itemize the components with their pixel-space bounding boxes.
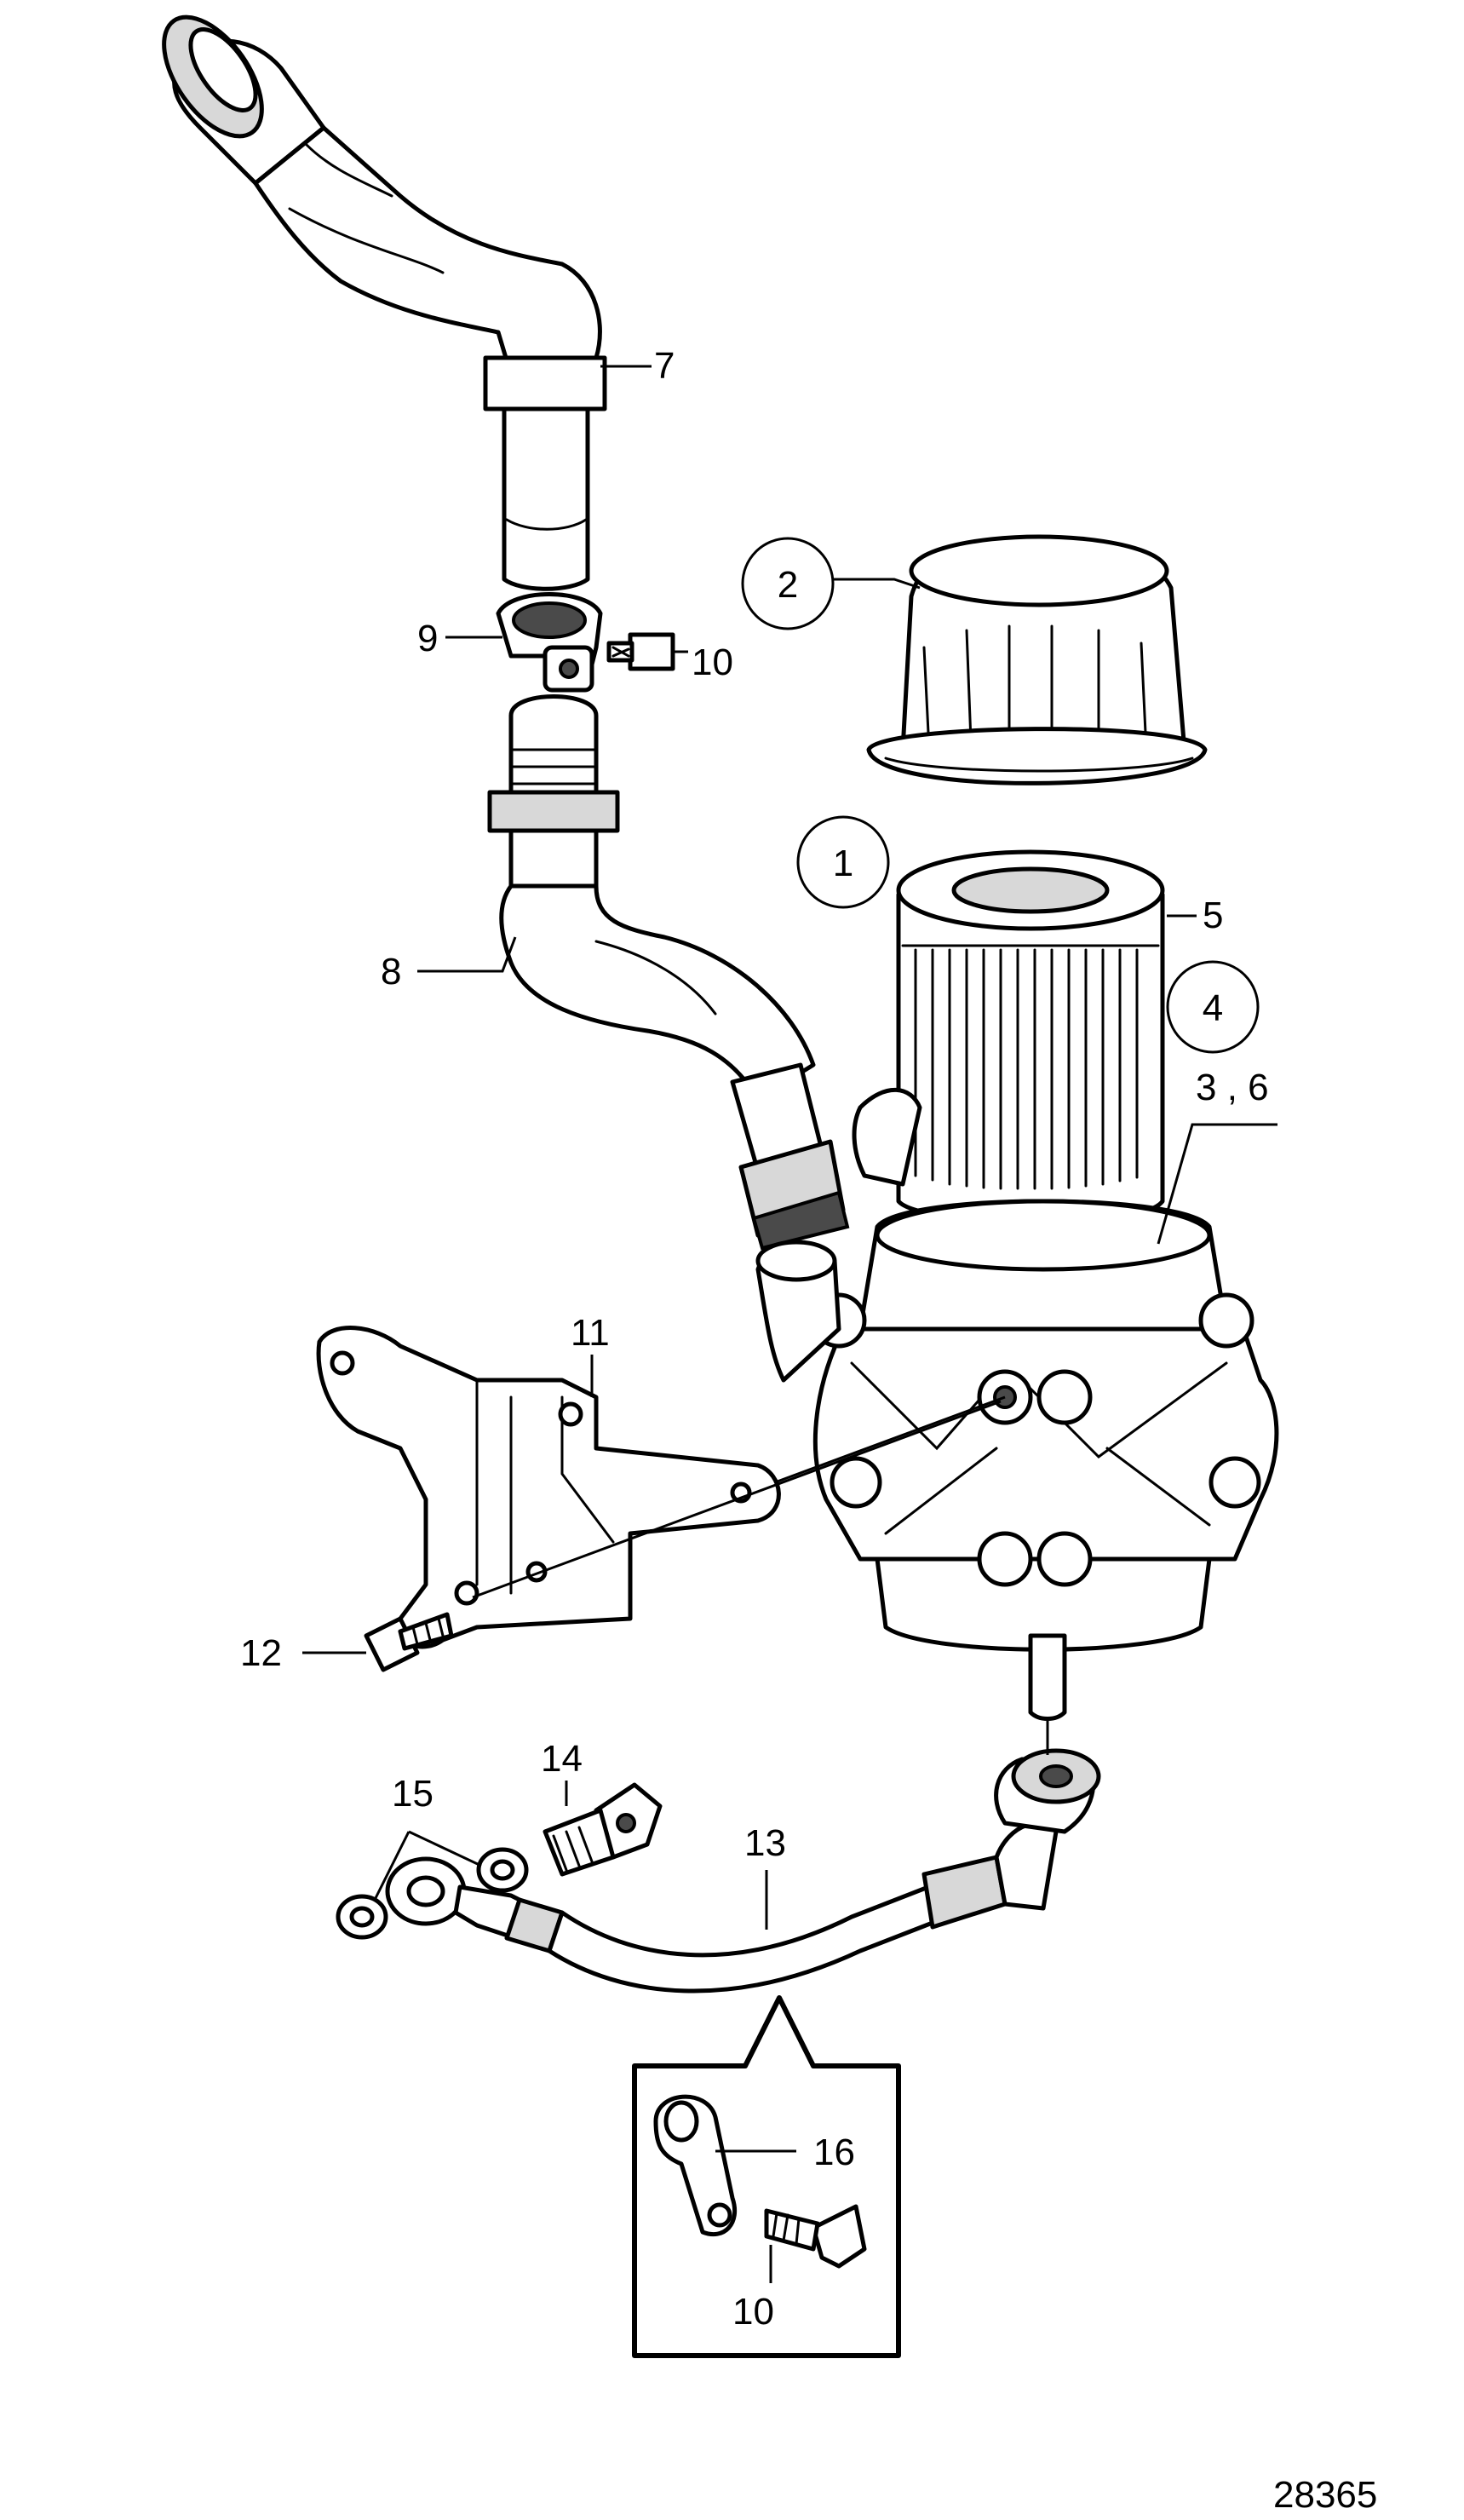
detail-inset-box <box>632 1995 901 2358</box>
housing-inlet-pipe <box>755 1087 922 1383</box>
label-14: 14 <box>541 1738 583 1780</box>
label-7: 7 <box>654 345 675 387</box>
filter-housing <box>811 1199 1279 1721</box>
callout-4: 4 <box>1166 960 1260 1054</box>
label-4: 4 <box>1203 987 1223 1029</box>
callout-2: 2 <box>741 537 835 630</box>
part-16-clamp <box>653 2094 738 2237</box>
part-11-bracket <box>316 1326 781 1649</box>
part-1-filter-element <box>896 849 1165 1224</box>
alignment-line-upper <box>774 1395 1006 1484</box>
label-9: 9 <box>417 618 438 659</box>
part-7-upper-hose <box>172 38 607 591</box>
leader-lines <box>302 365 1277 2283</box>
alignment-line-lower <box>472 1400 1002 1599</box>
label-12: 12 <box>240 1632 282 1674</box>
label-15: 15 <box>392 1773 433 1815</box>
part-8-lower-hose <box>487 694 850 1251</box>
label-10-upper: 10 <box>692 642 733 683</box>
figure-number: 28365 <box>1273 2474 1377 2516</box>
part-15-washers <box>336 1847 529 1940</box>
label-13: 13 <box>744 1822 786 1864</box>
label-16: 16 <box>813 2132 855 2173</box>
part-10-inset-bolt <box>764 2204 867 2269</box>
label-1: 1 <box>833 843 853 884</box>
part-9-clamp <box>496 592 603 693</box>
part-14-banjo-bolt <box>543 1782 663 1877</box>
hose-end-clamp <box>162 14 264 139</box>
label-2: 2 <box>778 564 798 606</box>
part-10-bolt <box>606 632 675 671</box>
part-2-filter-cover <box>866 534 1208 785</box>
label-3-6: 3 , 6 <box>1196 1067 1269 1108</box>
callout-1: 1 <box>796 815 890 909</box>
part-12-bolt <box>364 1612 454 1672</box>
filter-pleats <box>914 948 1139 1190</box>
label-11: 11 <box>571 1312 610 1354</box>
label-8: 8 <box>381 951 401 992</box>
part-13-fuel-pipe <box>385 1748 1101 1994</box>
label-10-inset: 10 <box>732 2291 774 2333</box>
label-5: 5 <box>1203 895 1223 936</box>
